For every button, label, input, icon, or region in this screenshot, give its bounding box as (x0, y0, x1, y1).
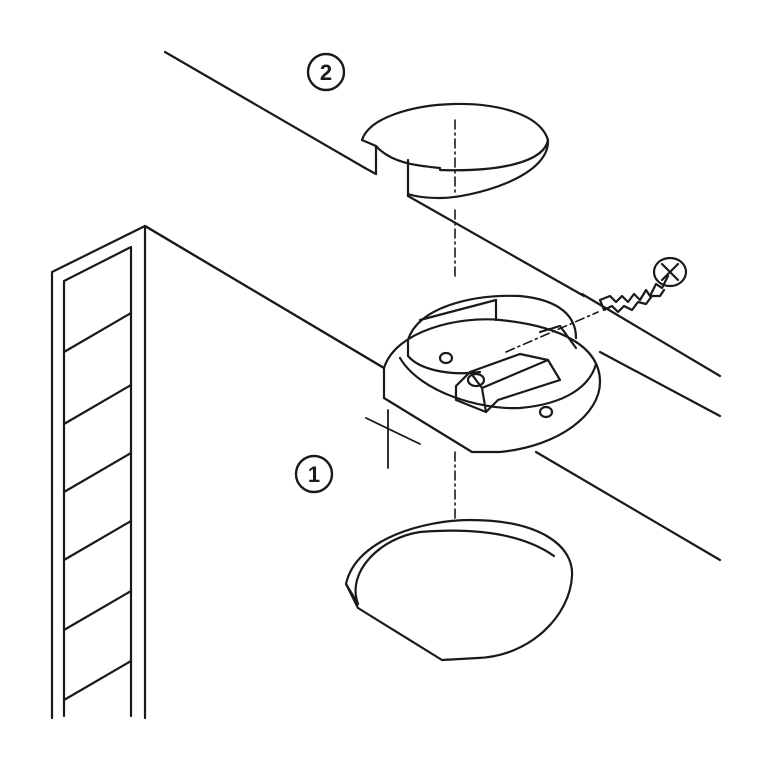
screw (598, 256, 688, 314)
cover-cap-top (360, 102, 550, 279)
upper-panel-edge (163, 50, 586, 298)
step-marker-2: 2 (306, 52, 346, 92)
shelf-support-connector (382, 294, 602, 454)
shelf-panel (143, 224, 722, 562)
drill-axis-marker (365, 409, 456, 521)
step-marker-1: 1 (294, 454, 334, 494)
step-marker-2-label: 2 (320, 60, 332, 85)
cabinet-side-panel (50, 224, 147, 720)
step-marker-1-label: 1 (308, 462, 320, 487)
cover-cap-bottom (344, 518, 574, 662)
